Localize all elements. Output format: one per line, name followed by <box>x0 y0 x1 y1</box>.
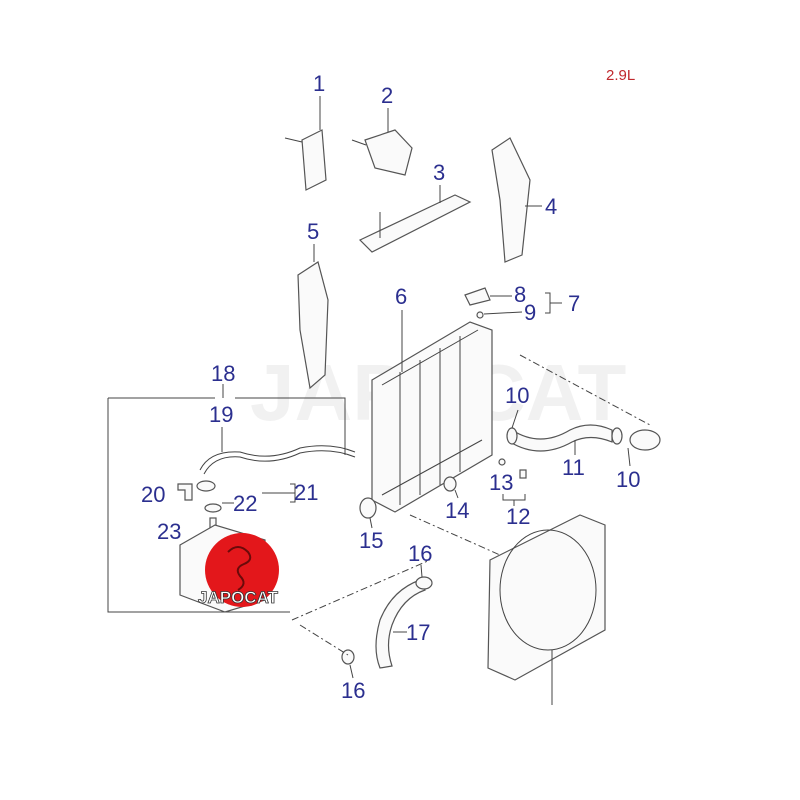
engine-version-label: 2.9L <box>606 67 635 84</box>
callout-19[interactable]: 19 <box>209 402 233 427</box>
part-12-13-drain-plug <box>498 458 527 506</box>
part-15-outlet <box>359 497 377 529</box>
callout-2[interactable]: 2 <box>381 83 393 108</box>
part-11-upper-hose <box>506 354 661 467</box>
callout-17[interactable]: 17 <box>406 620 430 645</box>
callout-6[interactable]: 6 <box>395 284 407 309</box>
callout-22[interactable]: 22 <box>233 491 257 516</box>
callout-4[interactable]: 4 <box>545 194 557 219</box>
part-14-cap <box>443 476 459 499</box>
part-4-air-guide <box>491 137 542 263</box>
logo-text: JAPOCAT <box>198 588 279 607</box>
part-17-lower-hose <box>291 559 433 679</box>
callout-10-lower[interactable]: 10 <box>616 467 640 492</box>
callout-9[interactable]: 9 <box>524 300 536 325</box>
part-20-21-22-cap-fittings <box>177 480 296 513</box>
fan-shroud <box>409 514 606 705</box>
japocat-logo: JAPOCAT <box>198 533 279 607</box>
callout-3[interactable]: 3 <box>433 160 445 185</box>
callout-5[interactable]: 5 <box>307 219 319 244</box>
part-3-upper-panel <box>358 185 472 253</box>
part-1-bracket <box>284 96 327 191</box>
callout-20[interactable]: 20 <box>141 482 165 507</box>
callout-15[interactable]: 15 <box>359 528 383 553</box>
part-5-air-guide <box>297 244 329 390</box>
callout-12[interactable]: 12 <box>506 504 530 529</box>
callout-11[interactable]: 11 <box>562 455 585 480</box>
part-2-bracket <box>351 108 413 176</box>
callout-1[interactable]: 1 <box>313 71 325 96</box>
callout-8[interactable]: 8 <box>514 282 526 307</box>
callout-21[interactable]: 21 <box>294 480 318 505</box>
callout-18[interactable]: 18 <box>211 361 235 386</box>
part-19-overflow-hose <box>199 427 356 475</box>
callout-10-upper[interactable]: 10 <box>505 383 529 408</box>
callout-16-lower[interactable]: 16 <box>341 678 365 703</box>
callout-13[interactable]: 13 <box>489 470 513 495</box>
callout-7[interactable]: 7 <box>568 291 580 316</box>
part-8-9-bracket-bolt <box>464 287 562 319</box>
reservoir-group-frame <box>107 384 346 613</box>
callout-23[interactable]: 23 <box>157 519 181 544</box>
callout-16-upper[interactable]: 16 <box>408 541 432 566</box>
callout-14[interactable]: 14 <box>445 498 469 523</box>
part-6-radiator <box>371 310 493 513</box>
